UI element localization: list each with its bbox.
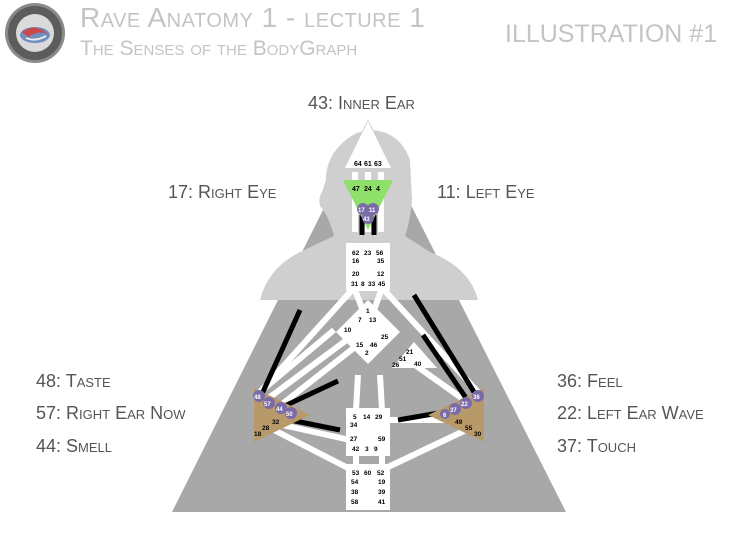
gate-38: 38 <box>351 489 359 496</box>
gate-52: 52 <box>377 470 385 477</box>
gate-39: 39 <box>378 489 386 496</box>
gate-60: 60 <box>364 470 372 477</box>
gate-9: 9 <box>374 446 378 453</box>
gate-7: 7 <box>358 317 362 324</box>
gate-24: 24 <box>364 186 372 193</box>
gate-57: 57 <box>264 402 271 408</box>
gate-23: 23 <box>364 250 372 257</box>
gate-46: 46 <box>370 342 378 349</box>
label-taste: 48: Taste <box>36 371 111 391</box>
gate-8: 8 <box>361 281 365 288</box>
gate-35: 35 <box>377 258 385 265</box>
gate-49: 49 <box>455 419 463 426</box>
gate-44: 44 <box>276 407 283 413</box>
gate-13: 13 <box>369 317 377 324</box>
label-inner-ear: 43: Inner Ear <box>308 93 415 113</box>
gate-2: 2 <box>365 350 369 357</box>
gate-25: 25 <box>381 334 389 341</box>
gate-47: 47 <box>352 186 360 193</box>
gate-28: 28 <box>262 425 270 432</box>
gate-53: 53 <box>352 470 360 477</box>
gate-20: 20 <box>352 271 360 278</box>
label-smell: 44: Smell <box>36 436 112 456</box>
label-right-ear-now: 57: Right Ear Now <box>36 403 186 423</box>
label-touch: 37: Touch <box>557 436 636 456</box>
gate-27: 27 <box>350 436 358 443</box>
throat-center <box>346 243 390 291</box>
label-feel: 36: Feel <box>557 371 623 391</box>
label-left-eye: 11: Left Eye <box>437 182 535 202</box>
gate-5: 5 <box>353 414 357 421</box>
gate-34: 34 <box>350 422 358 429</box>
gate-32: 32 <box>272 419 280 426</box>
root-center <box>346 464 390 510</box>
gate-56: 56 <box>376 250 384 257</box>
gate-41: 41 <box>378 499 386 506</box>
gate-55: 55 <box>465 425 473 432</box>
label-left-ear-wave: 22: Left Ear Wave <box>557 403 704 423</box>
gate-12: 12 <box>377 271 385 278</box>
gate-42: 42 <box>352 446 360 453</box>
gate-21: 21 <box>406 349 414 356</box>
gate-19: 19 <box>378 479 386 486</box>
gate-1: 1 <box>366 308 370 315</box>
head-center <box>345 121 391 168</box>
gate-29: 29 <box>375 414 383 421</box>
gate-30: 30 <box>474 431 482 438</box>
heart-center <box>392 342 437 368</box>
gate-51: 51 <box>399 356 407 363</box>
gate-61: 61 <box>364 161 372 168</box>
gate-17: 17 <box>358 208 365 214</box>
gate-33: 33 <box>368 281 376 288</box>
sacral-center <box>346 408 390 456</box>
gate-11: 11 <box>369 208 376 214</box>
gate-15: 15 <box>356 342 364 349</box>
gate-63: 63 <box>374 161 382 168</box>
gate-37: 37 <box>450 408 457 414</box>
gate-50: 50 <box>286 412 293 418</box>
lecture-title: Rave Anatomy 1 - lecture 1 <box>80 2 426 33</box>
gate-45: 45 <box>378 281 386 288</box>
ajna-center <box>343 180 393 230</box>
gate-59: 59 <box>378 436 386 443</box>
gate-22: 22 <box>461 402 468 408</box>
gate-26: 26 <box>392 362 400 369</box>
gate-40: 40 <box>414 361 422 368</box>
gate-18: 18 <box>254 431 262 438</box>
gate-4: 4 <box>376 186 380 193</box>
jovian-archive-logo <box>4 2 66 64</box>
gate-36: 36 <box>473 395 480 401</box>
label-right-eye: 17: Right Eye <box>168 182 277 202</box>
gate-43: 43 <box>363 217 370 223</box>
gate-62: 62 <box>352 250 360 257</box>
gate-48: 48 <box>254 395 261 401</box>
gate-3: 3 <box>365 446 369 453</box>
gate-6: 6 <box>443 413 447 419</box>
gate-64: 64 <box>354 161 362 168</box>
gate-31: 31 <box>351 281 359 288</box>
gate-16: 16 <box>352 258 360 265</box>
g-center <box>336 300 400 364</box>
gate-54: 54 <box>351 479 359 486</box>
lecture-subtitle: The Senses of the BodyGraph <box>80 37 358 60</box>
illustration-number: ILLUSTRATION #1 <box>505 20 718 48</box>
gate-14: 14 <box>363 414 371 421</box>
gate-10: 10 <box>344 327 352 334</box>
gate-58: 58 <box>351 499 359 506</box>
